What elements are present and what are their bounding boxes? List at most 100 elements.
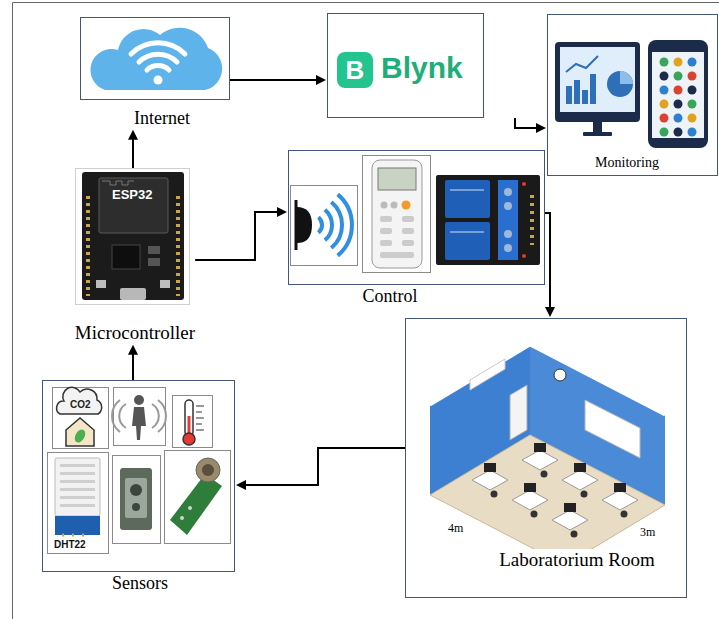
- monitoring-box: Monitoring: [547, 14, 718, 176]
- dht22-sensor: [60, 504, 95, 507]
- phone-icon: [660, 72, 669, 81]
- esp32-board: [148, 258, 160, 266]
- room-illustration: [524, 483, 536, 492]
- page-frame: [13, 3, 719, 619]
- monitor-icon: [593, 122, 602, 132]
- esp32-board: [99, 178, 168, 233]
- connector-arrow: [128, 345, 138, 380]
- room-illustration: [552, 510, 588, 530]
- connector-line: [195, 212, 278, 260]
- monitor-icon: [583, 132, 612, 136]
- relay-module: [530, 195, 534, 245]
- blynk-box: BBlynk: [327, 13, 484, 118]
- gas-sensor: [165, 451, 231, 544]
- dht22-sensor: [60, 496, 95, 499]
- arrow-head: [128, 345, 138, 355]
- relay-module: [522, 182, 526, 186]
- relay-module: [504, 244, 512, 252]
- dht22-sensor: [62, 534, 92, 537]
- motion-icon: [114, 388, 166, 446]
- monitor-icon: [555, 42, 640, 136]
- connector-arrow: [128, 130, 138, 168]
- gas-sensor: [180, 516, 184, 520]
- phone-icon: [674, 128, 683, 137]
- esp32-board: [96, 280, 106, 288]
- phone-icon: [660, 86, 669, 95]
- node-label: Monitoring: [595, 155, 659, 171]
- phone-icon: [674, 86, 683, 95]
- room-illustration: [430, 345, 665, 415]
- node-label: Microcontroller: [75, 322, 195, 344]
- room-illustration: [554, 369, 566, 381]
- cloud-icon: [131, 43, 185, 54]
- remote-icon: [381, 202, 388, 209]
- connector-line: [245, 448, 405, 485]
- room-illustration: [602, 490, 638, 510]
- motion-icon: [152, 404, 159, 428]
- relay-module: [504, 202, 512, 210]
- relay-module: [436, 175, 540, 265]
- phone-icon: [674, 72, 683, 81]
- box-outline: [547, 14, 718, 176]
- thermometer-icon: [183, 433, 195, 445]
- page-frame: [13, 3, 719, 619]
- thermometer-icon: [196, 412, 202, 413]
- gas-sensor: [165, 451, 231, 544]
- dimension-label: 4m: [448, 522, 463, 536]
- monitor-icon: [560, 47, 635, 112]
- esp32-board: [160, 280, 170, 288]
- relay-module: [522, 254, 526, 258]
- connector-arrow: [545, 213, 555, 317]
- esp32-board: [86, 196, 90, 296]
- pir-sensor: [113, 456, 161, 544]
- phone-icon: [674, 100, 683, 109]
- phone-icon: [688, 86, 697, 95]
- thermometer-icon: [196, 424, 202, 425]
- room-illustration: [621, 511, 628, 518]
- phone-icon: [660, 128, 669, 137]
- room-illustration: [581, 491, 588, 498]
- room-illustration: [574, 463, 586, 472]
- monitor-icon: [582, 90, 588, 104]
- cloud-icon: [139, 54, 177, 62]
- arrow-head: [536, 123, 546, 133]
- dht22-sensor: [60, 472, 95, 475]
- cloud-icon: [90, 28, 222, 90]
- remote-icon: [380, 216, 392, 222]
- remote-icon: [391, 202, 398, 209]
- co2-icon: [53, 387, 109, 448]
- room-illustration: [585, 400, 640, 458]
- ir-emitter-icon: [297, 207, 312, 243]
- motion-icon: [134, 395, 144, 405]
- dht22-sensor: [55, 516, 100, 535]
- thermometer-icon: [196, 418, 204, 419]
- room-illustration: [534, 443, 546, 452]
- esp32-board: [120, 288, 146, 300]
- connector-line: [515, 118, 537, 128]
- co2-icon: [73, 428, 88, 445]
- room-box: Laboratorium Room: [405, 318, 687, 598]
- room-illustration: [512, 490, 548, 510]
- phone-icon: [688, 72, 697, 81]
- phone-icon: [648, 40, 708, 148]
- arrow-head: [277, 207, 287, 217]
- box-outline: [80, 17, 230, 100]
- remote-icon: [363, 156, 431, 273]
- room-illustration: [430, 345, 665, 565]
- motion-icon: [132, 407, 146, 440]
- phone-icon: [648, 40, 708, 148]
- ir-emitter-icon: [338, 194, 352, 255]
- connector-arrow: [230, 75, 326, 85]
- dht22-sensor: [60, 464, 95, 467]
- phone-icon: [660, 58, 669, 67]
- relay-module: [498, 180, 518, 260]
- node-label: Internet: [134, 108, 190, 129]
- relay-module: [436, 175, 540, 265]
- ir-emitter-icon: [331, 202, 342, 248]
- logo-mark: B: [337, 52, 373, 88]
- room-illustration: [491, 491, 498, 498]
- dimension-label: 3m: [640, 526, 655, 540]
- monitor-icon: [555, 42, 640, 122]
